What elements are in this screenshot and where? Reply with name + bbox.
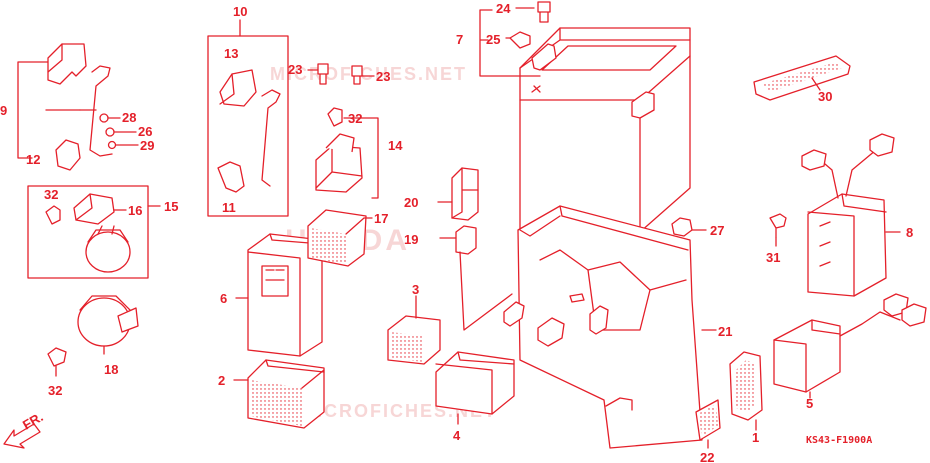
- callout-12: 12: [26, 152, 40, 167]
- callout-25: 25: [486, 32, 500, 47]
- callout-32-top: 32: [348, 111, 362, 126]
- part-26-nut: [105, 127, 115, 137]
- callout-13: 13: [224, 46, 238, 61]
- part-5-module: [773, 293, 927, 399]
- part-19-relay: [439, 225, 513, 331]
- callout-24: 24: [496, 1, 511, 16]
- callout-labels: 1 2 3 4 5 6 7 8 9 10 11 12 13 14 15 16 1…: [0, 1, 913, 463]
- callout-6: 6: [220, 291, 227, 306]
- callout-22: 22: [700, 450, 714, 463]
- callout-8: 8: [906, 225, 913, 240]
- callout-31: 31: [766, 250, 780, 265]
- part-18-relay: [77, 295, 139, 355]
- callout-32-bottom: 32: [48, 383, 62, 398]
- callout-16: 16: [128, 203, 142, 218]
- callout-30: 30: [818, 89, 832, 104]
- part-3-cushion: [387, 295, 441, 365]
- callout-20: 20: [404, 195, 418, 210]
- part-31-bolt: [769, 213, 787, 238]
- callout-3: 3: [412, 282, 419, 297]
- callout-17: 17: [374, 211, 388, 226]
- callout-14: 14: [388, 138, 403, 153]
- arrow-left-down-icon: [3, 423, 41, 449]
- callout-10: 10: [233, 4, 247, 19]
- callout-9: 9: [0, 103, 7, 118]
- part-battery: [519, 27, 691, 233]
- part-8-regulator: [801, 133, 901, 297]
- part-6-fuse-box: [235, 233, 323, 357]
- callout-4: 4: [453, 428, 461, 443]
- part-20-relay: [437, 167, 479, 221]
- part-17-cushion: [307, 209, 373, 267]
- callout-19: 19: [404, 232, 418, 247]
- callout-2: 2: [218, 373, 225, 388]
- part-cable-group: [207, 19, 289, 217]
- callout-11: 11: [222, 200, 236, 215]
- callout-28: 28: [122, 110, 136, 125]
- callout-32-middle: 32: [44, 187, 58, 202]
- diagram-code: KS43-F1900A: [806, 435, 872, 446]
- part-23-bolts: [307, 63, 375, 85]
- part-24-bolt: [537, 1, 551, 23]
- callout-1: 1: [752, 430, 759, 445]
- direction-label: FR.: [20, 409, 46, 432]
- part-32-fuse-top: [327, 107, 343, 127]
- callout-27: 27: [710, 223, 724, 238]
- part-7-bracket: [479, 9, 541, 77]
- part-1-grommet: [729, 351, 763, 431]
- part-27-nut: [671, 217, 693, 237]
- part-terminal-cover-group: [17, 43, 113, 171]
- part-2-cushion: [233, 359, 325, 429]
- part-14-relay-box: [315, 133, 363, 193]
- part-21-battery-case: [503, 205, 717, 449]
- part-25-nut: [509, 31, 531, 49]
- callout-15: 15: [164, 199, 178, 214]
- callout-5: 5: [806, 396, 813, 411]
- part-28-nut: [99, 113, 109, 123]
- part-30-strap: [753, 55, 851, 101]
- part-32-fuse-bottom: [47, 347, 67, 367]
- callout-29: 29: [140, 138, 154, 153]
- callout-23-left: 23: [288, 62, 302, 77]
- callout-26: 26: [138, 124, 152, 139]
- part-4-box: [435, 351, 515, 425]
- part-29-washer: [107, 140, 117, 150]
- callout-23-right: 23: [376, 69, 390, 84]
- callout-21: 21: [718, 324, 732, 339]
- callout-18: 18: [104, 362, 118, 377]
- callout-7: 7: [456, 32, 463, 47]
- part-starter-relay-group: [27, 185, 161, 279]
